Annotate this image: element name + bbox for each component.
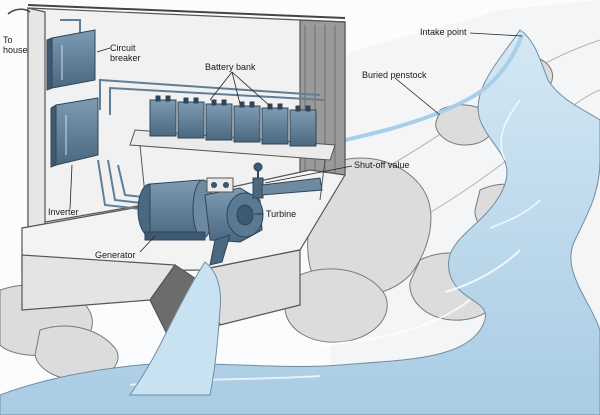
label-inverter: Inverter [48,207,79,217]
inverter-box [50,97,99,168]
turbine-unit [204,177,264,266]
buried-penstock-pipe [344,34,524,142]
wiring-conduits [60,19,326,211]
label-intake-point: Intake point [420,27,467,37]
house-supply-cable [7,8,31,15]
label-to-house: To house [3,35,28,55]
label-battery-bank: Battery bank [205,62,256,72]
shut-off-valve [252,162,323,199]
label-circuit-breaker: Circuit breaker [110,43,141,63]
circuit-breaker-box [46,29,96,91]
discharge-water [129,261,221,396]
label-circuit-breaker-line1: Circuit [110,43,136,53]
label-buried-penstock: Buried penstock [362,70,427,80]
label-to-house-line2: house [3,45,28,55]
stream [0,29,600,415]
label-circuit-breaker-line2: breaker [110,53,141,63]
label-turbine: Turbine [266,209,297,219]
label-leader-lines [69,32,523,253]
battery-bank-cells [149,95,317,147]
label-generator: Generator [95,250,136,260]
label-shut-off-valve: Shut-off value [354,160,410,170]
label-to-house-line1: To [3,35,13,45]
generator-unit [137,179,214,241]
